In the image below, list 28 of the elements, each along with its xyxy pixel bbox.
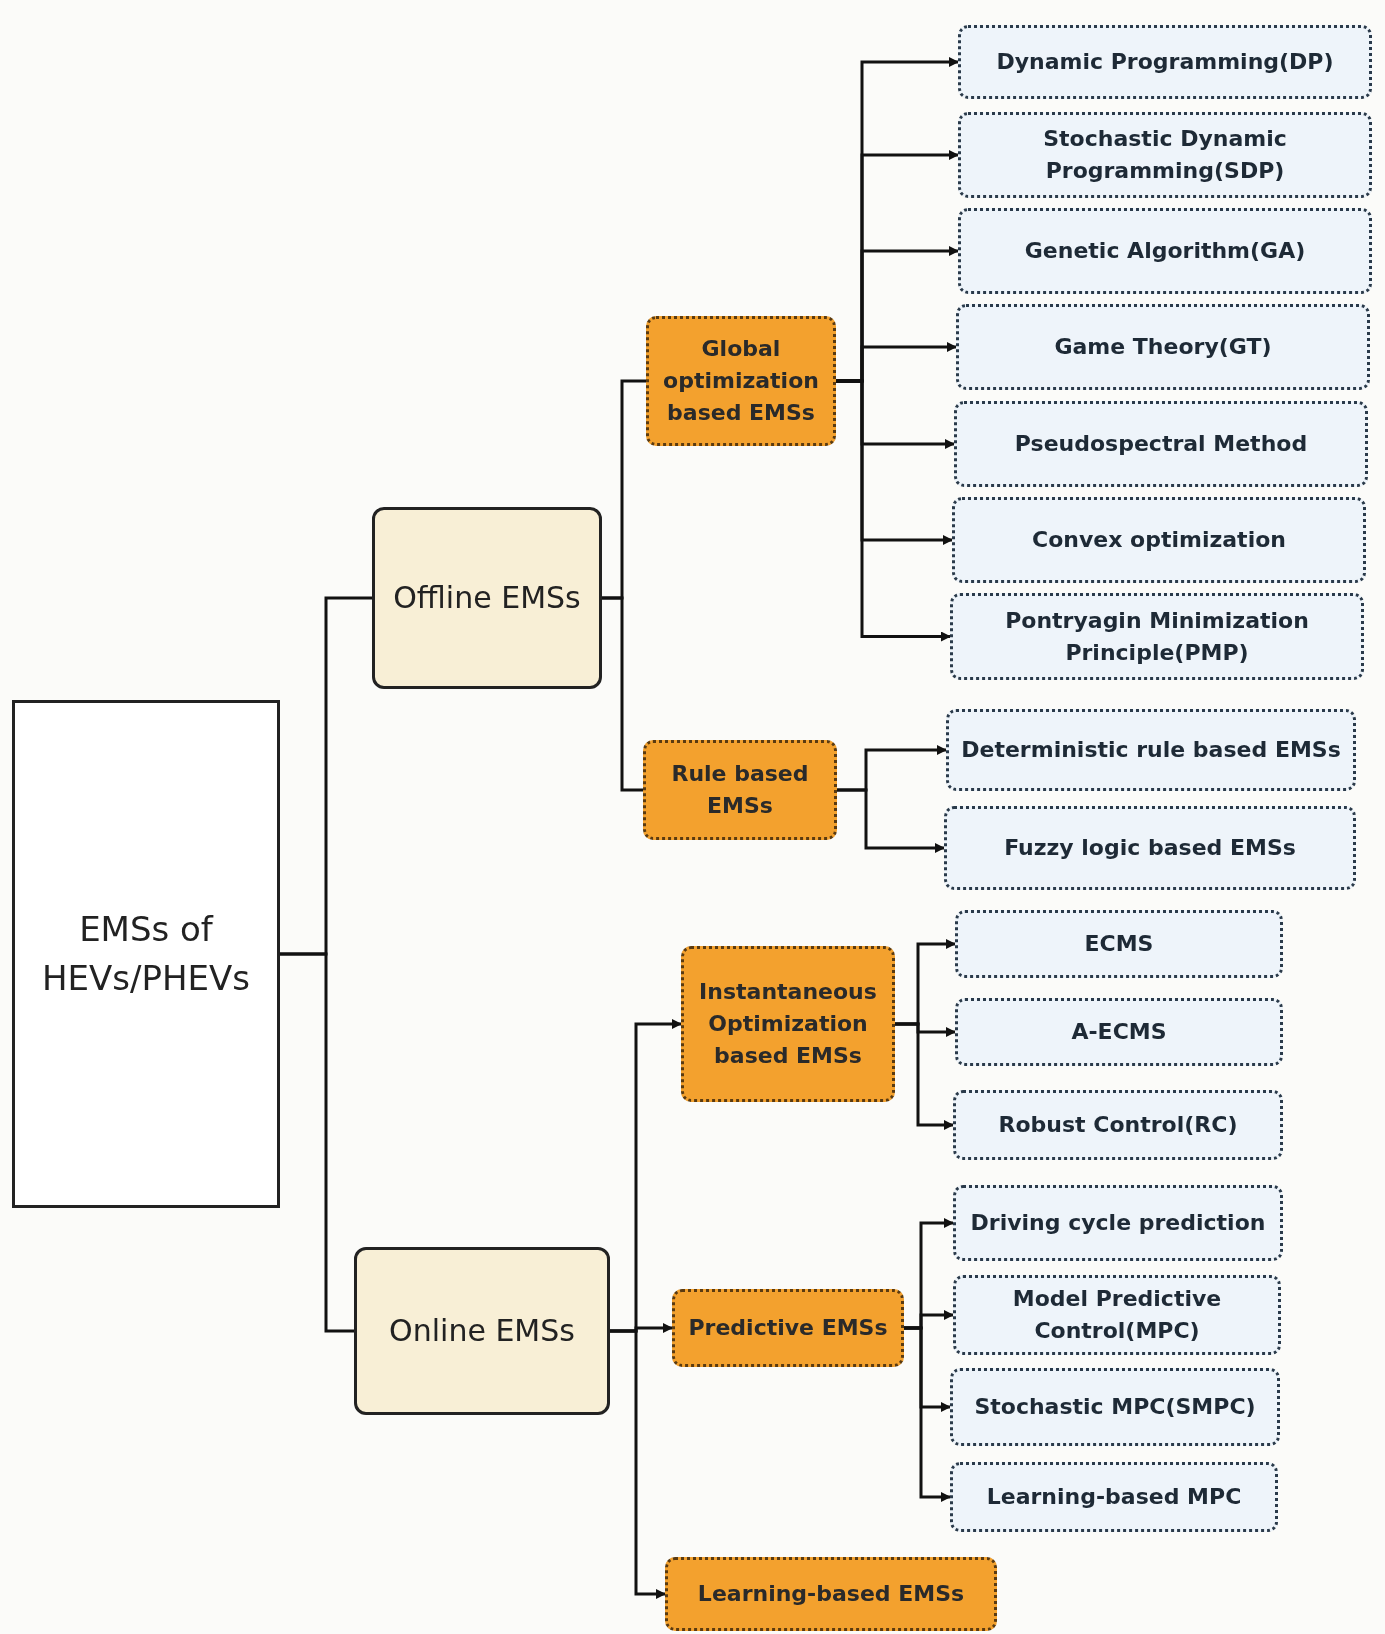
method-box: Learning-based MPC <box>950 1462 1278 1532</box>
method-box: Pseudospectral Method <box>954 401 1368 487</box>
method-box: Model Predictive Control(MPC) <box>953 1275 1281 1355</box>
subcategory-box: Rule based EMSs <box>643 740 837 840</box>
method-box: Stochastic MPC(SMPC) <box>950 1368 1280 1446</box>
category-box: Offline EMSs <box>372 507 602 689</box>
method-box: Convex optimization <box>952 497 1366 583</box>
subcategory-box: Predictive EMSs <box>672 1289 904 1367</box>
subcategory-box: Learning-based EMSs <box>665 1557 997 1631</box>
category-box: Online EMSs <box>354 1247 610 1415</box>
method-box: Dynamic Programming(DP) <box>958 25 1372 99</box>
subcategory-box: Global optimization based EMSs <box>646 316 836 446</box>
method-box: Robust Control(RC) <box>953 1090 1283 1160</box>
connector-arrow <box>895 1022 954 1130</box>
method-box: Game Theory(GT) <box>956 304 1370 390</box>
connector-arrow <box>837 788 945 853</box>
method-box: Driving cycle prediction <box>953 1185 1283 1261</box>
connector-arrow <box>610 1329 666 1599</box>
root-box: EMSs of HEVs/PHEVs <box>12 700 280 1208</box>
method-box: Stochastic Dynamic Programming(SDP) <box>958 112 1372 198</box>
method-box: Fuzzy logic based EMSs <box>944 806 1356 890</box>
subcategory-box: Instantaneous Optimization based EMSs <box>681 946 895 1102</box>
method-box: Pontryagin Minimization Principle(PMP) <box>950 593 1364 680</box>
connector-arrow <box>904 1326 951 1502</box>
method-box: Genetic Algorithm(GA) <box>958 208 1372 294</box>
method-box: ECMS <box>955 910 1283 978</box>
method-box: A-ECMS <box>955 998 1283 1066</box>
method-box: Deterministic rule based EMSs <box>946 709 1356 791</box>
